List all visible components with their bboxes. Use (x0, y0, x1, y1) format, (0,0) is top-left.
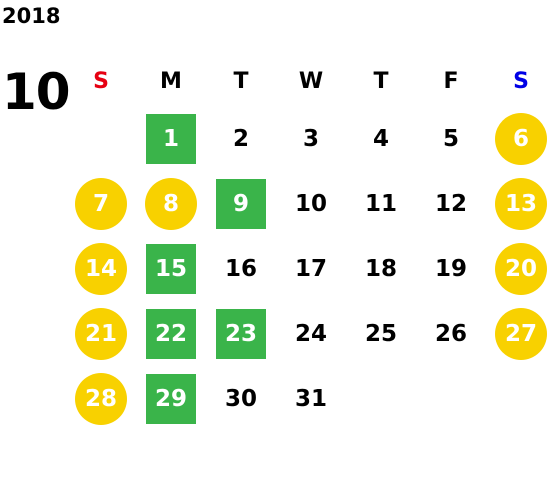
day-11: 11 (364, 190, 397, 217)
day-cell: 25 (346, 301, 416, 366)
day-cell: 23 (206, 301, 276, 366)
day-cell: 14 (66, 236, 136, 301)
day-cell: 21 (66, 301, 136, 366)
day-5: 5 (442, 125, 459, 152)
day-22: 22 (146, 308, 196, 359)
day-cell: 29 (136, 366, 206, 431)
day-cell: 11 (346, 171, 416, 236)
day-30: 30 (224, 385, 257, 412)
day-18: 18 (364, 255, 397, 282)
month-number: 10 (2, 63, 71, 121)
day-2: 2 (232, 125, 249, 152)
day-cell: 30 (206, 366, 276, 431)
day-12: 12 (434, 190, 467, 217)
day-cell: 6 (486, 106, 548, 171)
day-cell: 12 (416, 171, 486, 236)
day-19: 19 (434, 255, 467, 282)
day-cell: 10 (276, 171, 346, 236)
day-20: 20 (495, 242, 547, 295)
day-13: 13 (495, 177, 547, 230)
day-10: 10 (294, 190, 327, 217)
day-cell: 20 (486, 236, 548, 301)
day-cell: 24 (276, 301, 346, 366)
day-cell: 9 (206, 171, 276, 236)
day-cell: 17 (276, 236, 346, 301)
day-7: 7 (75, 177, 127, 230)
day-8: 8 (145, 177, 197, 230)
weekday-header-saturday: S (513, 68, 529, 94)
weekday-header-wednesday: W (298, 68, 324, 94)
day-cell: 3 (276, 106, 346, 171)
weekday-header-friday: F (443, 68, 459, 94)
year-label: 2018 (2, 4, 61, 28)
day-cell: 7 (66, 171, 136, 236)
day-cell: 27 (486, 301, 548, 366)
day-14: 14 (75, 242, 127, 295)
day-4: 4 (372, 125, 389, 152)
day-cell: 26 (416, 301, 486, 366)
day-cell: 5 (416, 106, 486, 171)
day-17: 17 (294, 255, 327, 282)
empty-day-cell (66, 106, 136, 171)
day-cell: 8 (136, 171, 206, 236)
day-28: 28 (75, 372, 127, 425)
day-cell: 19 (416, 236, 486, 301)
weekday-header-monday: M (160, 68, 182, 94)
day-cell: 1 (136, 106, 206, 171)
day-cell: 22 (136, 301, 206, 366)
day-31: 31 (294, 385, 327, 412)
day-16: 16 (224, 255, 257, 282)
day-23: 23 (216, 308, 266, 359)
day-cell: 16 (206, 236, 276, 301)
day-6: 6 (495, 112, 547, 165)
day-25: 25 (364, 320, 397, 347)
day-3: 3 (302, 125, 319, 152)
day-cell: 18 (346, 236, 416, 301)
day-29: 29 (146, 373, 196, 424)
weekday-header-sunday: S (93, 68, 109, 94)
day-cell: 2 (206, 106, 276, 171)
day-1: 1 (146, 113, 196, 164)
day-cell: 15 (136, 236, 206, 301)
day-cell: 28 (66, 366, 136, 431)
weekday-header-tuesday: T (233, 68, 249, 94)
day-26: 26 (434, 320, 467, 347)
day-24: 24 (294, 320, 327, 347)
day-cell: 4 (346, 106, 416, 171)
day-cell: 31 (276, 366, 346, 431)
day-21: 21 (75, 307, 127, 360)
day-15: 15 (146, 243, 196, 294)
weekday-header-thursday: T (373, 68, 389, 94)
day-cell: 13 (486, 171, 548, 236)
day-9: 9 (216, 178, 266, 229)
day-27: 27 (495, 307, 547, 360)
